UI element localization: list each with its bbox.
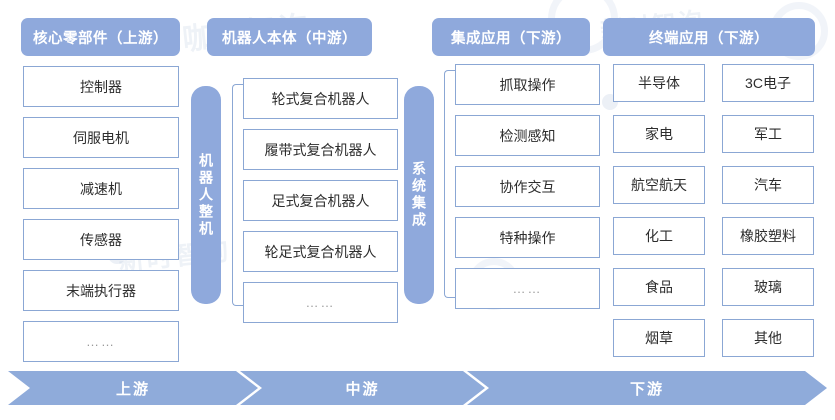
upstream-item-more[interactable]: …… (23, 321, 179, 362)
group-label-system-integration: 系统集成 (404, 86, 434, 304)
integration-item[interactable]: 特种操作 (455, 217, 600, 258)
column-header-midstream: 机器人本体（中游） (207, 18, 372, 56)
terminal-item[interactable]: 军工 (722, 115, 814, 153)
midstream-item[interactable]: 足式复合机器人 (243, 180, 398, 221)
midstream-bracket (232, 84, 244, 306)
upstream-item[interactable]: 伺服电机 (23, 117, 179, 158)
upstream-item[interactable]: 末端执行器 (23, 270, 179, 311)
upstream-item[interactable]: 控制器 (23, 66, 179, 107)
terminal-item[interactable]: 3C电子 (722, 64, 814, 102)
integration-bracket (444, 70, 456, 298)
flow-stage-upstream-label: 上游 (115, 380, 150, 398)
integration-item-more[interactable]: …… (455, 268, 600, 309)
flow-stage-downstream[interactable]: 下游 (467, 371, 827, 405)
integration-item[interactable]: 抓取操作 (455, 64, 600, 105)
terminal-item[interactable]: 烟草 (613, 319, 705, 357)
terminal-item[interactable]: 橡胶塑料 (722, 217, 814, 255)
midstream-item-more[interactable]: …… (243, 282, 398, 323)
terminal-item[interactable]: 食品 (613, 268, 705, 306)
terminal-item[interactable]: 半导体 (613, 64, 705, 102)
flow-stage-downstream-label: 下游 (629, 380, 664, 398)
midstream-item[interactable]: 轮足式复合机器人 (243, 231, 398, 272)
flow-stage-midstream[interactable]: 中游 (240, 371, 485, 405)
group-label-robot-whole-machine-text: 机器人整机 (198, 152, 214, 238)
group-label-robot-whole-machine: 机器人整机 (191, 86, 221, 304)
column-header-upstream: 核心零部件（上游） (21, 18, 180, 56)
terminal-item[interactable]: 汽车 (722, 166, 814, 204)
terminal-item[interactable]: 玻璃 (722, 268, 814, 306)
terminal-item[interactable]: 家电 (613, 115, 705, 153)
terminal-item[interactable]: 其他 (722, 319, 814, 357)
column-header-terminal: 终端应用（下游） (603, 18, 815, 56)
terminal-item[interactable]: 化工 (613, 217, 705, 255)
midstream-item[interactable]: 轮式复合机器人 (243, 78, 398, 119)
midstream-item[interactable]: 履带式复合机器人 (243, 129, 398, 170)
upstream-item[interactable]: 减速机 (23, 168, 179, 209)
group-label-system-integration-text: 系统集成 (411, 161, 427, 229)
terminal-item[interactable]: 航空航天 (613, 166, 705, 204)
integration-item[interactable]: 检测感知 (455, 115, 600, 156)
column-header-integration: 集成应用（下游） (432, 18, 590, 56)
integration-item[interactable]: 协作交互 (455, 166, 600, 207)
upstream-item[interactable]: 传感器 (23, 219, 179, 260)
flow-stage-midstream-label: 中游 (345, 380, 380, 398)
flow-stage-upstream[interactable]: 上游 (8, 371, 258, 405)
